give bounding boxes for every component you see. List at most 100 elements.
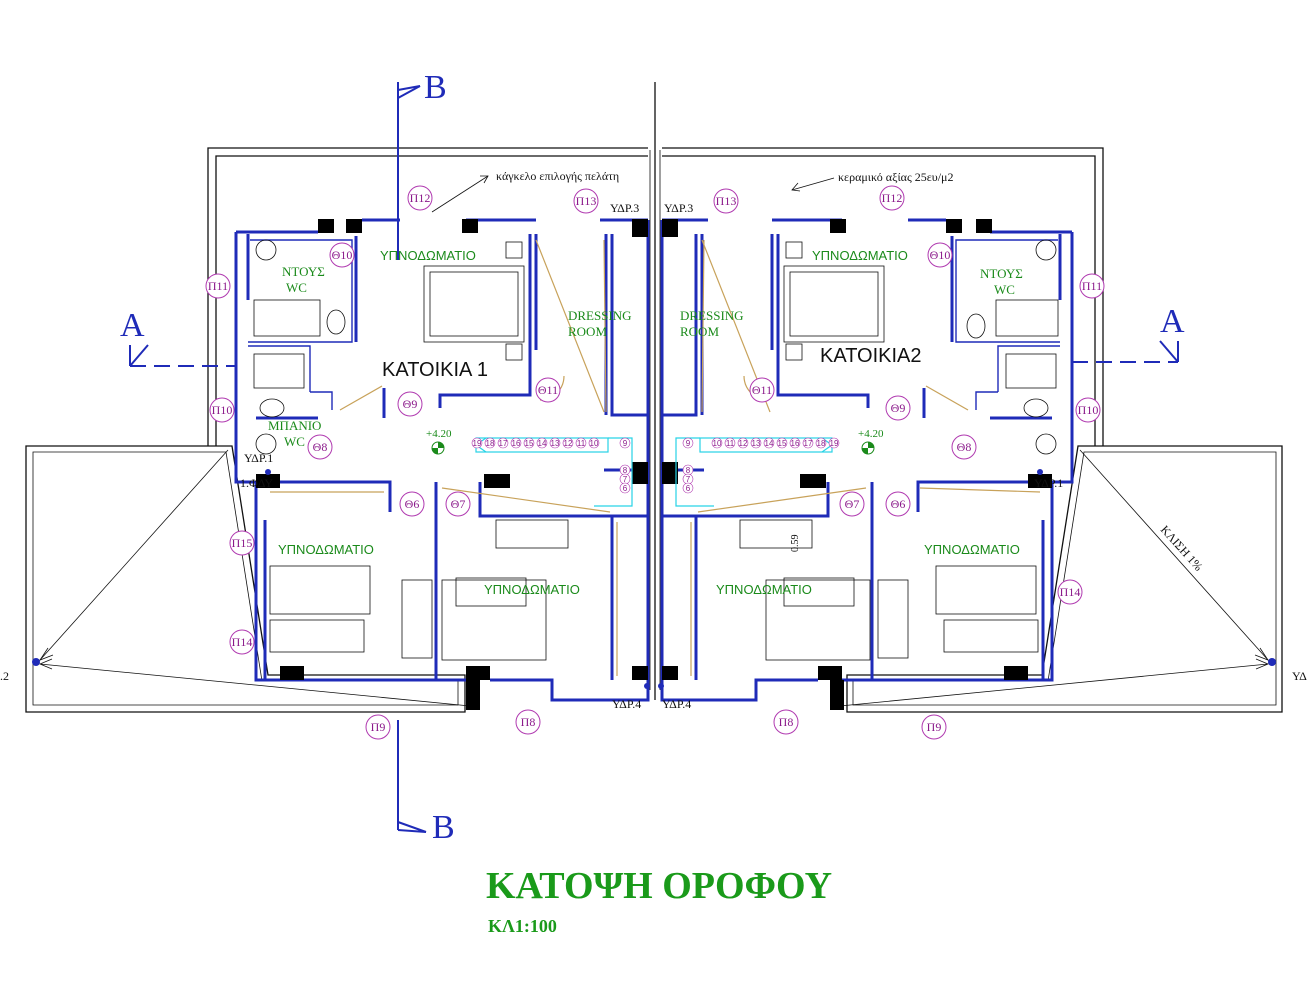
tag-circle-p10 bbox=[209, 397, 235, 423]
stair-step-r-11-circle bbox=[724, 437, 736, 449]
stair-step-ls-8: 8 bbox=[623, 466, 628, 475]
stair-step-l-19-circle bbox=[471, 437, 483, 449]
stair-step-r-17-circle bbox=[802, 437, 814, 449]
tag-p12: Π12 bbox=[882, 191, 903, 205]
unit-label-right: ΚΑΤΟΙΚΙΑ2 bbox=[820, 345, 922, 367]
slope-arrows bbox=[38, 449, 1270, 707]
stair-step-r-18: 18 bbox=[817, 439, 826, 448]
tag-circle-t9 bbox=[397, 391, 423, 417]
room-shower-r-1: ΝΤΟΥΣ bbox=[980, 266, 1023, 281]
tag-circle-t11 bbox=[535, 377, 561, 403]
tag-p11: Π11 bbox=[1082, 279, 1102, 293]
room-bedroom-r3: ΥΠΝΟΔΩΜΑΤΙΟ bbox=[716, 582, 812, 597]
stair-step-l-13-circle bbox=[549, 437, 561, 449]
stair-step-r-18-circle bbox=[815, 437, 827, 449]
stair-step-l-17: 17 bbox=[499, 439, 508, 448]
tag-circle-p13 bbox=[573, 188, 599, 214]
stair-step-r-19-circle bbox=[828, 437, 840, 449]
stair-step-r-14-circle bbox=[763, 437, 775, 449]
drain-ydr3-left: ΥΔΡ.3 bbox=[610, 201, 639, 215]
tag-t10: Θ10 bbox=[332, 248, 353, 262]
stair-step-ls-9-circle bbox=[619, 437, 631, 449]
stair-step-r-13: 13 bbox=[752, 439, 761, 448]
tag-t10: Θ10 bbox=[930, 248, 951, 262]
stair-step-rs-7: 7 bbox=[686, 475, 691, 484]
stair-step-r-13-circle bbox=[750, 437, 762, 449]
room-shower-r-2: WC bbox=[994, 282, 1015, 297]
stair-step-l-18: 18 bbox=[486, 439, 495, 448]
stair-step-rs-6-circle bbox=[682, 482, 694, 494]
stair-step-l-18-circle bbox=[484, 437, 496, 449]
tag-circle-p9 bbox=[921, 714, 947, 740]
drain-ydr3-right: ΥΔΡ.3 bbox=[664, 201, 693, 215]
stair-step-l-12: 12 bbox=[564, 439, 573, 448]
stair-step-ls-6-circle bbox=[619, 482, 631, 494]
stair-step-l-13: 13 bbox=[551, 439, 560, 448]
tag-t8: Θ8 bbox=[313, 440, 328, 454]
stair-step-rs-8: 8 bbox=[686, 466, 691, 475]
room-dressing-l-2: ROOM bbox=[568, 324, 607, 339]
stair-step-r-11: 11 bbox=[726, 439, 735, 448]
stair-step-rs-6: 6 bbox=[686, 484, 691, 493]
stair-step-l-14: 14 bbox=[538, 439, 547, 448]
tag-p14: Π14 bbox=[1060, 585, 1081, 599]
tag-circle-t10 bbox=[329, 242, 355, 268]
tag-p14: Π14 bbox=[232, 635, 253, 649]
note-tiles: κεραμικό αξίας 25ευ/μ2 bbox=[838, 170, 953, 184]
room-dressing-r-1: DRESSING bbox=[680, 308, 744, 323]
drain-fdy-left: 1.ΦΔΥ bbox=[240, 476, 273, 490]
stair-step-l-17-circle bbox=[497, 437, 509, 449]
tag-circle-p15 bbox=[229, 530, 255, 556]
stair-step-r-12-circle bbox=[737, 437, 749, 449]
tag-circle-p13 bbox=[713, 188, 739, 214]
section-label-b-bottom: B bbox=[432, 809, 455, 846]
tag-circle-t7 bbox=[839, 491, 865, 517]
tag-t9: Θ9 bbox=[403, 397, 418, 411]
terrace-outline bbox=[25, 82, 1283, 713]
stair-step-r-10-circle bbox=[711, 437, 723, 449]
tag-circle-t6 bbox=[885, 491, 911, 517]
section-label-a-left: A bbox=[120, 307, 145, 344]
tag-p10: Π10 bbox=[212, 403, 233, 417]
drain-ydr4-right: ΥΔΡ.4 bbox=[662, 697, 691, 711]
stair-step-rs-9-circle bbox=[682, 437, 694, 449]
tag-circle-p12 bbox=[407, 185, 433, 211]
stair-step-r-19: 19 bbox=[830, 439, 839, 448]
stair-step-l-16-circle bbox=[510, 437, 522, 449]
stair-step-r-15-circle bbox=[776, 437, 788, 449]
level-right: +4.20 bbox=[858, 428, 884, 440]
stair-step-l-16: 16 bbox=[512, 439, 521, 448]
dim-059: 0.59 bbox=[790, 535, 801, 553]
tag-circle-p8 bbox=[773, 709, 799, 735]
tag-circle-t8 bbox=[307, 434, 333, 460]
tag-circle-p12 bbox=[879, 185, 905, 211]
tag-p15: Π15 bbox=[232, 536, 253, 550]
stair-step-r-10: 10 bbox=[713, 439, 722, 448]
tag-circle-p8 bbox=[515, 709, 541, 735]
tag-t9: Θ9 bbox=[891, 401, 906, 415]
stair-step-r-17: 17 bbox=[804, 439, 813, 448]
section-lines bbox=[129, 82, 1179, 833]
tag-p8: Π8 bbox=[521, 715, 536, 729]
tag-p8: Π8 bbox=[779, 715, 794, 729]
stair-step-r-16: 16 bbox=[791, 439, 800, 448]
room-bath-l-2: WC bbox=[284, 434, 305, 449]
level-left: +4.20 bbox=[426, 428, 452, 440]
stair-step-l-19: 19 bbox=[473, 439, 482, 448]
tag-circle-t6 bbox=[399, 491, 425, 517]
tag-t8: Θ8 bbox=[957, 440, 972, 454]
tag-circle-t8 bbox=[951, 434, 977, 460]
furniture bbox=[253, 239, 1059, 661]
tag-circle-t10 bbox=[927, 242, 953, 268]
tag-circle-p11 bbox=[1079, 273, 1105, 299]
tag-t7: Θ7 bbox=[845, 497, 860, 511]
room-dressing-r-2: ROOM bbox=[680, 324, 719, 339]
drain-symbols bbox=[32, 469, 1276, 689]
stair-step-r-15: 15 bbox=[778, 439, 787, 448]
tag-circle-t9 bbox=[885, 395, 911, 421]
unit-label-left: ΚΑΤΟΙΚΙΑ 1 bbox=[382, 359, 488, 381]
drain-edge-right: ΥΔ bbox=[1292, 669, 1307, 683]
stair-step-ls-9: 9 bbox=[623, 439, 628, 448]
